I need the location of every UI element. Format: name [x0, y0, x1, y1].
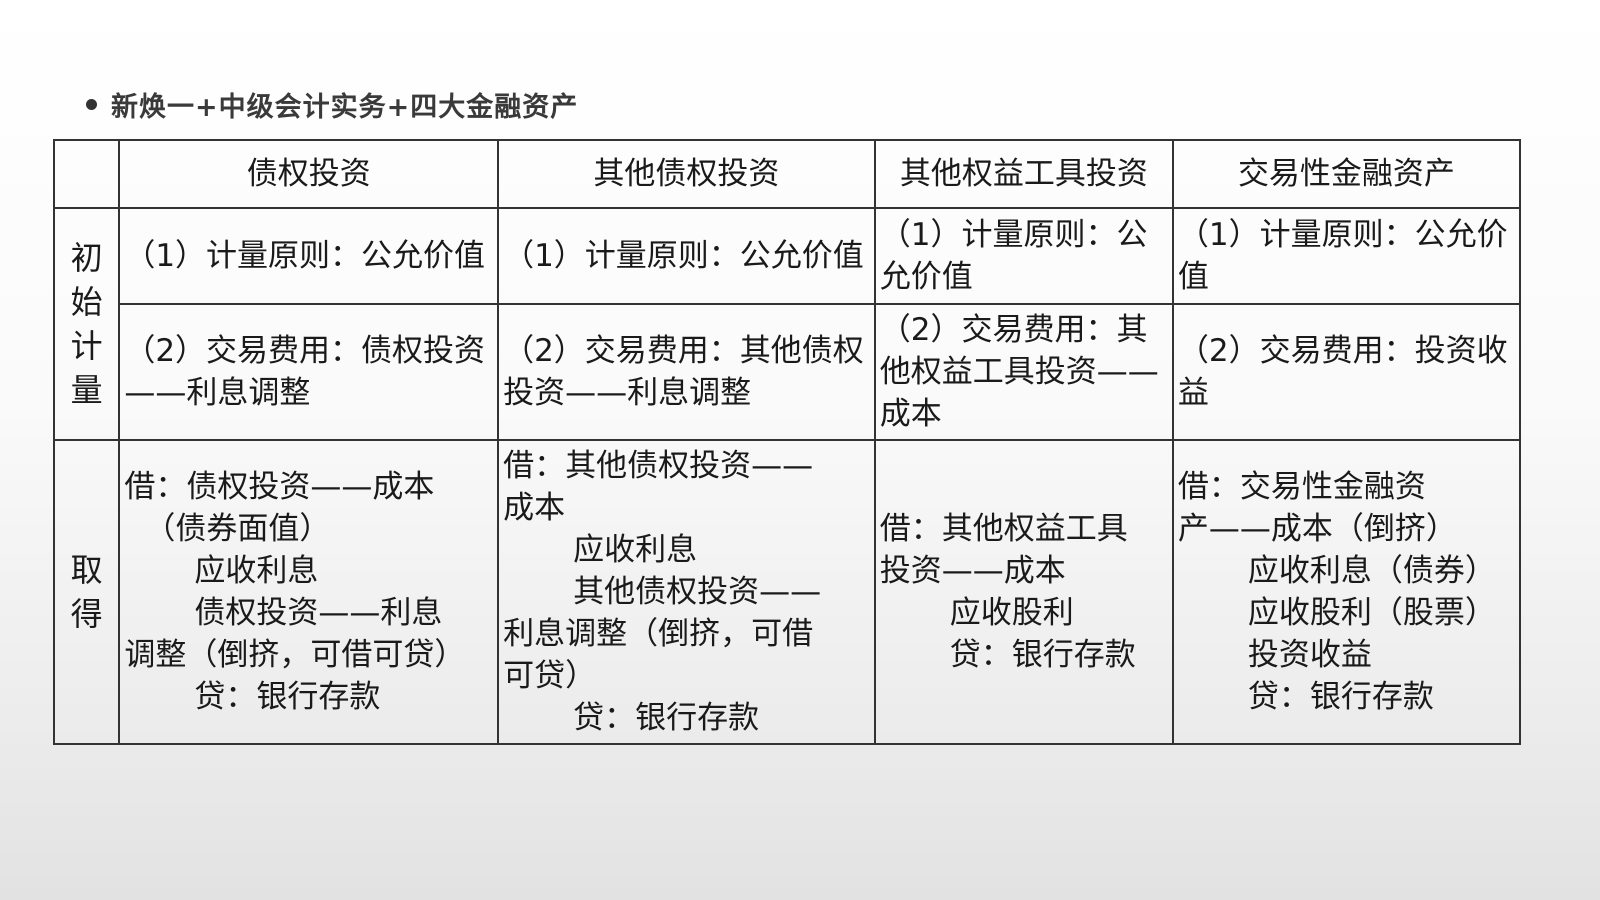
- table-cell: （1）计量原则：公允价值: [873, 207, 1174, 305]
- entry-line: 其他债权投资——: [573, 574, 822, 610]
- entry-line: 贷：银行存款: [194, 679, 381, 715]
- table-cell: （2）交易费用：其他权益工具投资——成本: [873, 303, 1174, 441]
- table-cell: （2）交易费用：投资收益: [1171, 303, 1522, 441]
- row-label-initial-measurement: 初始计量: [52, 207, 121, 441]
- journal-entry-cell: 借：其他债权投资—— 成本 应收利息 其他债权投资—— 利息调整（倒挤，可借 可…: [497, 439, 876, 745]
- entry-line: 借：其他权益工具: [879, 511, 1128, 547]
- financial-assets-table: 债权投资 其他债权投资 其他权益工具投资 交易性金融资产 初始计量 （1）计量原…: [52, 139, 1522, 745]
- entry-line: 债权投资——利息: [194, 595, 443, 631]
- table-row: 取得 借：债权投资——成本 （债券面值） 应收利息 债权投资——利息 调整（倒挤…: [52, 439, 1522, 745]
- entry-line: 贷：银行存款: [1247, 679, 1434, 715]
- entry-line: 应收利息: [573, 532, 698, 568]
- table-row: （2）交易费用：债权投资——利息调整 （2）交易费用：其他债权投资——利息调整 …: [54, 303, 1522, 441]
- column-header: 交易性金融资产: [1171, 139, 1522, 209]
- entry-line: 贷：银行存款: [949, 637, 1136, 673]
- row-label-acquisition: 取得: [52, 439, 121, 745]
- table-cell: （2）交易费用：其他债权投资——利息调整: [497, 303, 876, 441]
- entry-line: 借：债权投资——成本: [124, 469, 435, 505]
- column-header: 债权投资: [118, 139, 500, 209]
- heading-row: 新焕一+中级会计实务+四大金融资产: [86, 84, 578, 124]
- table-cell: （1）计量原则：公允价值: [497, 207, 876, 305]
- entry-line: 调整（倒挤，可借可贷）: [124, 637, 466, 673]
- entry-line: 利息调整（倒挤，可借: [503, 616, 814, 652]
- header-row: 债权投资 其他债权投资 其他权益工具投资 交易性金融资产: [52, 139, 1522, 209]
- entry-line: 借：交易性金融资: [1177, 469, 1426, 505]
- entry-line: 可贷）: [503, 658, 597, 694]
- journal-entry-cell: 借：其他权益工具 投资——成本 应收股利 贷：银行存款: [873, 439, 1174, 745]
- entry-line: 成本: [503, 490, 566, 526]
- column-header: 其他债权投资: [497, 139, 876, 209]
- table-row: 初始计量 （1）计量原则：公允价值 （1）计量原则：公允价值 （1）计量原则：公…: [52, 207, 1522, 441]
- entry-line: 贷：银行存款: [573, 700, 760, 736]
- entry-line: 应收股利（股票）: [1247, 595, 1496, 631]
- entry-line: 应收利息（债券）: [1247, 553, 1496, 589]
- corner-cell: [52, 139, 121, 209]
- table-cell: （1）计量原则：公允价值: [1171, 207, 1522, 305]
- journal-entry-cell: 借：债权投资——成本 （债券面值） 应收利息 债权投资——利息 调整（倒挤，可借…: [118, 439, 500, 745]
- entry-line: 应收股利: [949, 595, 1074, 631]
- entry-line: 产——成本（倒挤）: [1177, 511, 1457, 547]
- entry-line: （债券面值）: [144, 511, 331, 547]
- entry-line: 投资——成本: [879, 553, 1066, 589]
- entry-line: 投资收益: [1247, 637, 1372, 673]
- entry-line: 应收利息: [194, 553, 319, 589]
- column-header: 其他权益工具投资: [873, 139, 1174, 209]
- page-title: 新焕一+中级会计实务+四大金融资产: [111, 91, 579, 123]
- table-cell: （1）计量原则：公允价值: [118, 207, 500, 305]
- journal-entry-cell: 借：交易性金融资 产——成本（倒挤） 应收利息（债券） 应收股利（股票） 投资收…: [1171, 439, 1522, 745]
- table-cell: （2）交易费用：债权投资——利息调整: [118, 303, 500, 441]
- bullet-icon: [86, 98, 97, 110]
- entry-line: 借：其他债权投资——: [503, 448, 814, 484]
